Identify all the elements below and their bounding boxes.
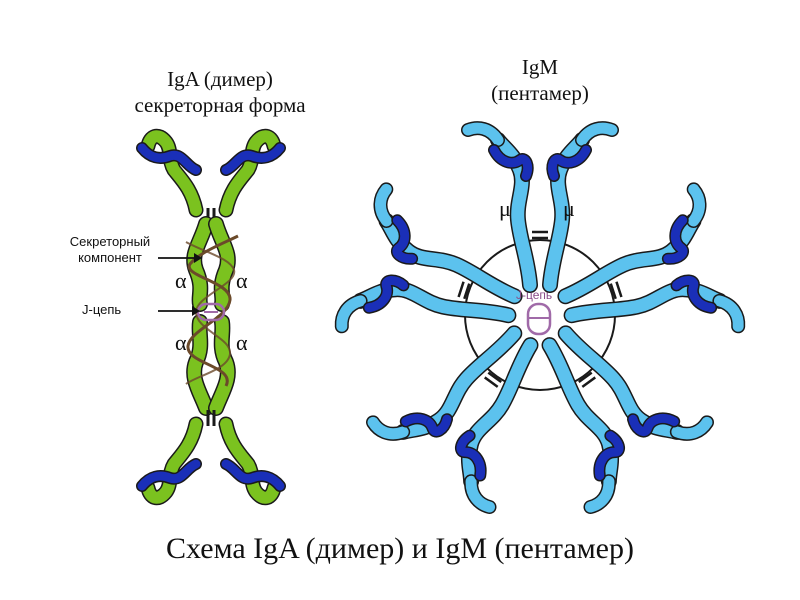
iga-alpha-label: α xyxy=(175,268,187,293)
iga-dimer xyxy=(142,136,280,498)
iga-alpha-label: α xyxy=(236,268,248,293)
iga-title: IgA (димер) секреторная форма xyxy=(110,66,330,118)
igm-title-line2: (пентамер) xyxy=(491,81,589,105)
iga-title-line1: IgA (димер) xyxy=(167,67,273,91)
igm-monomer-3 xyxy=(499,297,708,509)
iga-alpha-label: α xyxy=(236,330,248,355)
iga-title-line2: секреторная форма xyxy=(134,93,306,117)
iga-j-chain-label: J-цепь xyxy=(82,302,122,317)
iga-j-chain xyxy=(196,302,226,322)
igm-j-chain xyxy=(526,302,552,336)
secretory-label-line2: компонент xyxy=(78,250,142,265)
secretory-component-label: Секреторный компонент xyxy=(62,234,158,266)
igm-pentamer xyxy=(340,128,740,508)
secretory-label-line1: Секреторный xyxy=(69,234,151,249)
caption: Схема IgA (димер) и IgM (пентамер) xyxy=(166,532,634,565)
igm-title: IgM (пентамер) xyxy=(440,54,640,106)
iga-alpha-label: α xyxy=(175,330,187,355)
secretory-arrow xyxy=(158,253,202,263)
igm-title-line1: IgM xyxy=(521,55,559,79)
igm-mu-label: μ xyxy=(499,196,511,221)
iga-lower-monomer-arms xyxy=(142,410,280,498)
igm-mu-label: μ xyxy=(563,196,575,221)
j-chain-arrow xyxy=(158,306,200,316)
iga-upper-monomer-arms xyxy=(142,136,280,224)
igm-monomer-1 xyxy=(468,128,612,285)
iga-upper-fc xyxy=(186,216,236,312)
igm-j-chain-label: J-цепь xyxy=(516,288,553,302)
